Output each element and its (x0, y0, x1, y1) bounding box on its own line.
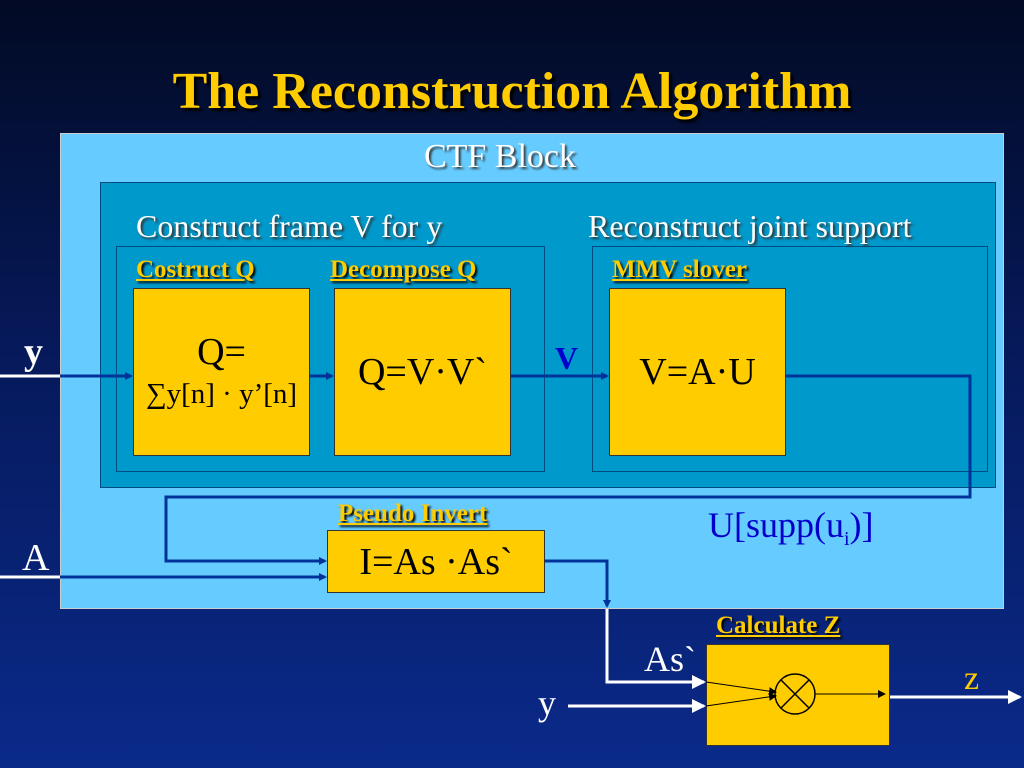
pseudo-invert-box: I=As ·As` (327, 530, 545, 593)
pseudo-invert-label: Pseudo Invert (338, 500, 488, 527)
mmv-solver-label: MMV slover (612, 256, 747, 283)
calculate-z-label: Calculate Z (716, 612, 841, 639)
mmv-solver-box: V=A·U (609, 288, 786, 456)
support-output-label: U[supp(ui)] (708, 505, 874, 551)
multiplier-icon (774, 673, 816, 715)
frame-heading: Construct frame V for y (136, 208, 443, 244)
output-z-label: z (964, 660, 980, 697)
y-to-multiplier-line (705, 692, 777, 707)
input-y-label: y (24, 331, 43, 373)
mmv-formula: V=A·U (639, 351, 756, 393)
pseudo-invert-formula: I=As ·As` (359, 540, 513, 583)
costruct-q-label: Costruct Q (136, 256, 255, 283)
costruct-q-formula-line1: Q= (197, 331, 246, 373)
page-title: The Reconstruction Algorithm (172, 63, 852, 120)
support-heading: Reconstruct joint support (588, 208, 912, 244)
as-to-calc-arrow (605, 609, 706, 689)
decompose-q-formula: Q=V·V` (357, 351, 488, 393)
as-transpose-label: As` (644, 639, 696, 679)
calc-y-label: y (538, 683, 556, 723)
calculate-z-box (706, 644, 890, 746)
decompose-q-box: Q=V·V` (334, 288, 511, 456)
decompose-q-label: Decompose Q (330, 256, 477, 283)
ctf-block-label: CTF Block (423, 138, 577, 175)
input-a-label: A (22, 537, 50, 579)
pseudo-invert-output-arrow (545, 559, 611, 608)
costruct-q-formula-line2: ∑y[n] · y’[n] (145, 378, 298, 410)
support-feedback-arrow (164, 374, 972, 565)
signal-v-label: V (555, 340, 579, 376)
as-to-multiplier-line (705, 681, 777, 696)
costruct-q-box: Q= ∑y[n] · y’[n] (133, 288, 310, 456)
